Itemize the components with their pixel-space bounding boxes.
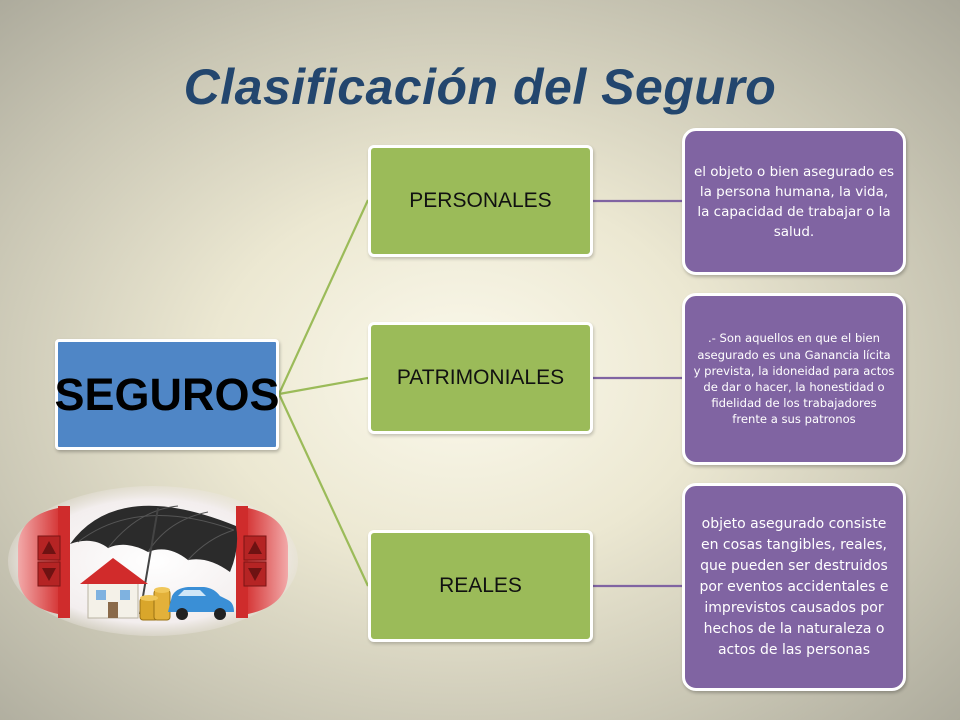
insurance-illustration <box>8 486 298 636</box>
coins-icon <box>139 587 171 621</box>
scroll-arrow-up-icon <box>37 535 61 561</box>
connector-root-reales <box>278 393 369 587</box>
connector-root-patrimoniales <box>278 376 369 396</box>
scroll-arrow-down-icon <box>37 561 61 587</box>
slide-title: Clasificación del Seguro <box>183 59 777 115</box>
car-icon <box>168 587 234 620</box>
house-icon <box>80 558 148 619</box>
connector-root-personales <box>278 199 369 395</box>
category-node-patrimoniales: PATRIMONIALES <box>368 322 593 434</box>
category-node-personales: PERSONALES <box>368 145 593 257</box>
description-node-personales: el objeto o bien asegurado es la persona… <box>682 128 906 275</box>
description-text-reales: objeto asegurado consiste en cosas tangi… <box>699 515 889 658</box>
scroll-arrow-up-icon-right <box>243 535 267 561</box>
root-node-seguros: SEGUROS <box>54 339 280 450</box>
description-node-reales: objeto asegurado consiste en cosas tangi… <box>682 483 906 691</box>
description-text-patrimoniales: .- Son aquellos en que el bien asegurado… <box>693 331 895 427</box>
description-node-patrimoniales: .- Son aquellos en que el bien asegurado… <box>682 293 906 465</box>
category-node-reales: REALES <box>368 530 593 642</box>
scroll-arrow-down-icon-right <box>243 561 267 587</box>
description-text-personales: el objeto o bien asegurado es la persona… <box>693 163 895 240</box>
